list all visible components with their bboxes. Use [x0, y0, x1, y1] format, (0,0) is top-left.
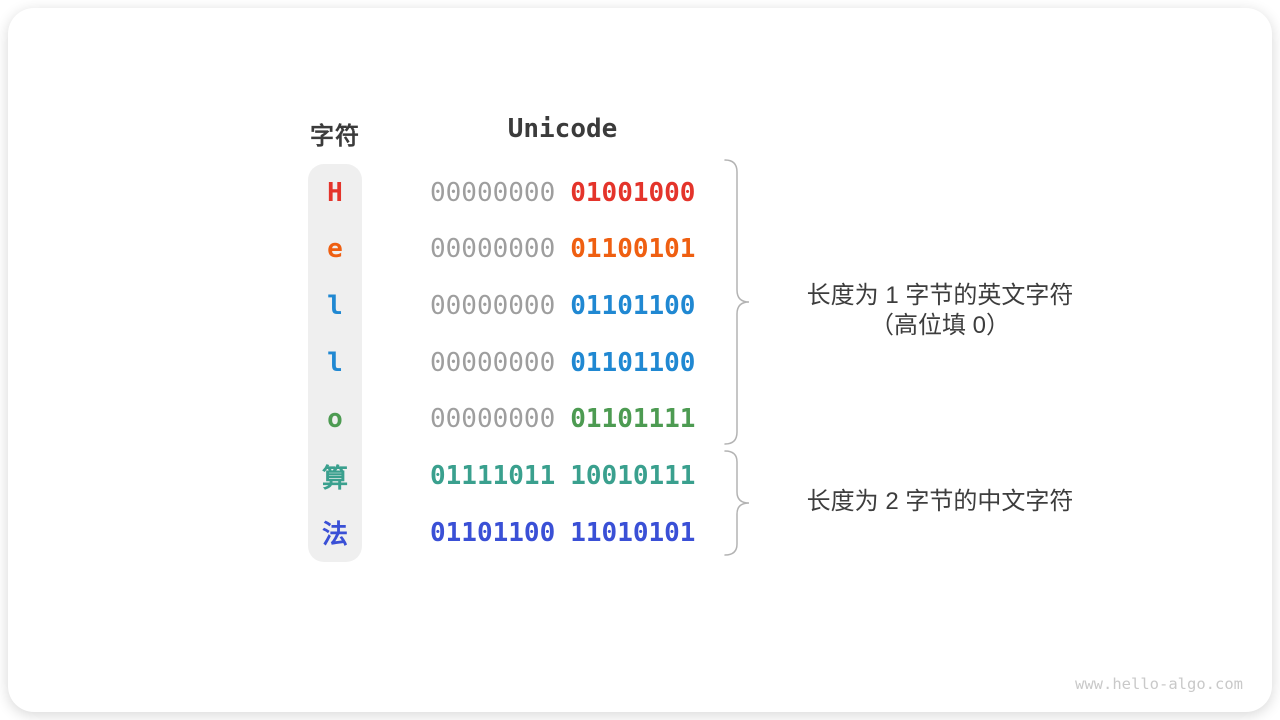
character-cell: l	[327, 290, 343, 321]
character-cell: H	[327, 177, 343, 208]
annotation-english-line2: （高位填 0）	[869, 312, 1010, 339]
character-cell: l	[327, 347, 343, 378]
column-header-character: 字符	[310, 123, 360, 150]
byte-value: 01101111	[570, 404, 696, 435]
character-cell: e	[327, 234, 343, 265]
annotation-chinese-line1: 长度为 2 字节的中文字符	[806, 488, 1074, 515]
byte-value: 00000000	[430, 347, 556, 378]
byte-value: 01101100	[430, 517, 556, 548]
byte-value: 01111011	[430, 461, 556, 491]
watermark-url: www.hello-algo.com	[1075, 675, 1243, 693]
binary-cell: 00000000 01100101	[430, 221, 695, 278]
column-header-unicode: Unicode	[507, 114, 618, 144]
binary-cell: 00000000 01101100	[430, 277, 695, 334]
byte-value: 11010101	[570, 517, 696, 548]
annotation-english-chars: 长度为 1 字节的英文字符 （高位填 0）	[770, 281, 1110, 341]
character-cell: 法	[321, 520, 348, 551]
byte-value: 01101100	[570, 347, 696, 378]
brace-english-group	[724, 159, 750, 445]
binary-cell: 00000000 01001000	[430, 164, 695, 221]
brace-chinese-group	[724, 450, 750, 556]
byte-value: 00000000	[430, 290, 556, 321]
byte-value: 10010111	[570, 461, 696, 491]
byte-value: 01101100	[570, 290, 696, 321]
character-column-background	[308, 164, 362, 562]
byte-value: 00000000	[430, 404, 556, 435]
byte-value: 01001000	[570, 177, 696, 208]
binary-cell: 01101100 11010101	[430, 504, 695, 561]
byte-value: 01100101	[570, 234, 696, 265]
annotation-chinese-chars: 长度为 2 字节的中文字符	[770, 487, 1110, 517]
binary-cell: 00000000 01101111	[430, 391, 695, 448]
annotation-english-line1: 长度为 1 字节的英文字符	[806, 282, 1074, 309]
character-cell: 算	[321, 463, 348, 494]
character-cell: o	[327, 404, 343, 435]
diagram-card	[8, 8, 1272, 712]
binary-cell: 01111011 10010111	[430, 448, 695, 505]
byte-value: 00000000	[430, 234, 556, 265]
byte-value: 00000000	[430, 177, 556, 208]
binary-cell: 00000000 01101100	[430, 334, 695, 391]
